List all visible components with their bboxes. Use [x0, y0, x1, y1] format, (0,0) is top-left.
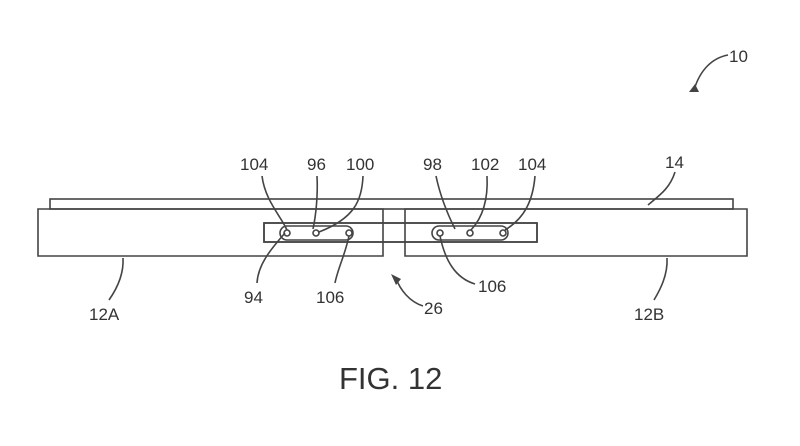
leader-lines [108, 54, 729, 307]
hinge-bar-hatch [263, 222, 538, 243]
label-96: 96 [307, 155, 326, 174]
label-100: 100 [346, 155, 374, 174]
label-12a: 12A [89, 305, 120, 324]
label-106-left: 106 [316, 288, 344, 307]
label-12b: 12B [634, 305, 664, 324]
label-14: 14 [665, 153, 684, 172]
label-26: 26 [424, 299, 443, 318]
pins [283, 229, 507, 237]
panel-12a [37, 208, 384, 257]
label-106-right: 106 [478, 277, 506, 296]
label-104-right: 104 [518, 155, 546, 174]
label-98: 98 [423, 155, 442, 174]
arrowheads [391, 84, 699, 285]
label-10: 10 [729, 47, 748, 66]
slot-96 [279, 225, 354, 241]
label-102: 102 [471, 155, 499, 174]
label-94: 94 [244, 288, 263, 307]
cover-layer-14 [49, 198, 734, 210]
figure-caption: FIG. 12 [339, 361, 442, 396]
label-104-left: 104 [240, 155, 268, 174]
panel-12b [404, 208, 748, 257]
slot-98 [431, 225, 509, 241]
